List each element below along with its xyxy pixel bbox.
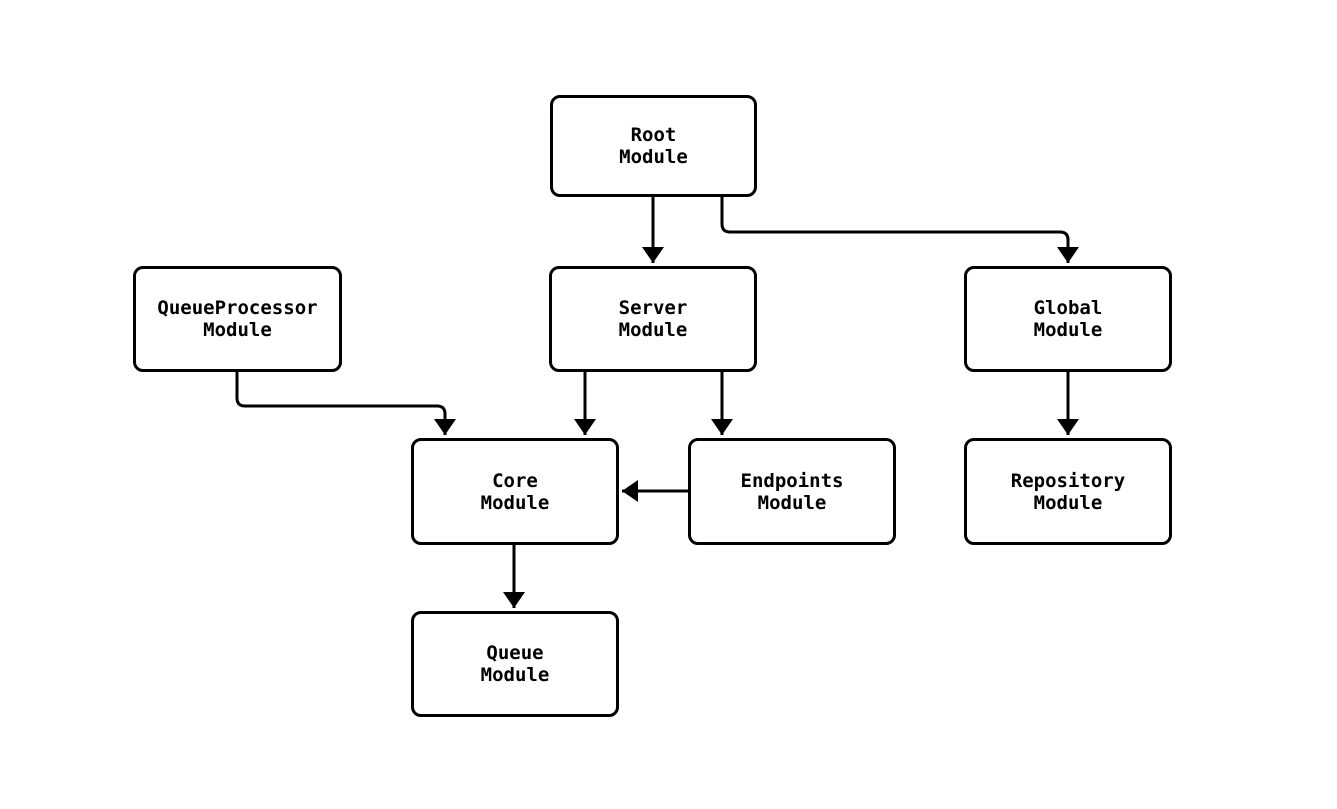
- node-label-line: Global: [1033, 297, 1103, 319]
- node-label-line: Module: [1033, 319, 1103, 341]
- node-label-line: Module: [757, 491, 827, 514]
- node-label-line: Module: [619, 146, 688, 168]
- node-label-line: Module: [480, 491, 550, 514]
- node-label-line: Endpoints: [740, 469, 844, 492]
- node-label-line: Module: [480, 664, 550, 686]
- node-label-line: Core: [492, 469, 538, 492]
- node-label-line: Queue: [486, 642, 544, 664]
- node-label-line: QueueProcessor: [157, 297, 318, 319]
- edge-root-module-to-global-module: [720, 197, 1079, 263]
- node-label-line: Repository: [1010, 469, 1126, 492]
- node-label-line: Module: [203, 319, 272, 341]
- node-label-line: Module: [1033, 491, 1103, 514]
- node-label-line: Module: [618, 319, 688, 341]
- edge-queueprocessor-module-to-core-module: [235, 372, 456, 435]
- node-label-line: Root: [630, 124, 677, 146]
- node-label-line: Server: [618, 297, 688, 319]
